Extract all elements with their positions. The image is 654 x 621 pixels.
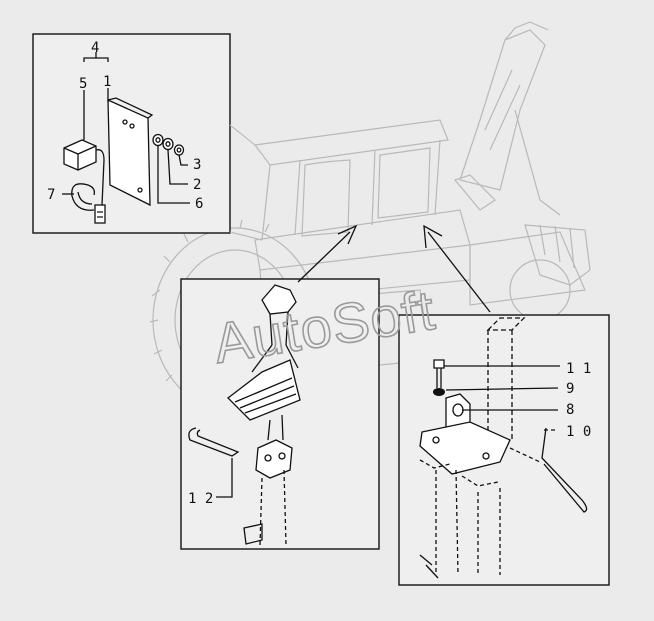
panel-bracket-detail: 1 1 9 8 1 0 [398,224,610,586]
cab-outline [253,119,471,301]
callout-10: 1 0 [566,424,591,440]
callout-12: 1 2 [188,491,213,507]
clip-ring [71,183,96,211]
callout-3: 3 [193,157,201,173]
callout-11: 1 1 [566,361,591,377]
hex-key-12 [188,427,240,457]
nut-3 [173,144,185,156]
base-plate [419,421,511,475]
washer-2 [162,137,174,151]
panel-wiring-detail: 4 5 1 3 2 6 7 [32,33,263,241]
washer-6 [152,133,164,147]
panel-pedal-detail: 1 2 [180,224,380,550]
callout-2: 2 [193,177,201,193]
callout-6: 6 [195,196,203,212]
pointer-arrow-pedal [297,224,358,283]
callout-5: 5 [79,76,87,92]
pointer-arrow-bracket [423,224,491,313]
fuse-holder [94,204,106,224]
callout-4: 4 [91,40,99,56]
callout-1: 1 [103,74,111,90]
mounting-plate [107,98,151,207]
hex-key-10 [541,427,588,513]
relay-block [63,139,97,171]
callout-bracket-4 [83,52,109,62]
callout-7: 7 [47,187,55,203]
callout-9: 9 [566,381,574,397]
washer-9 [433,388,445,396]
backhoe-boom-outline [453,21,591,286]
bolt-11 [433,359,445,369]
callout-8: 8 [566,402,574,418]
